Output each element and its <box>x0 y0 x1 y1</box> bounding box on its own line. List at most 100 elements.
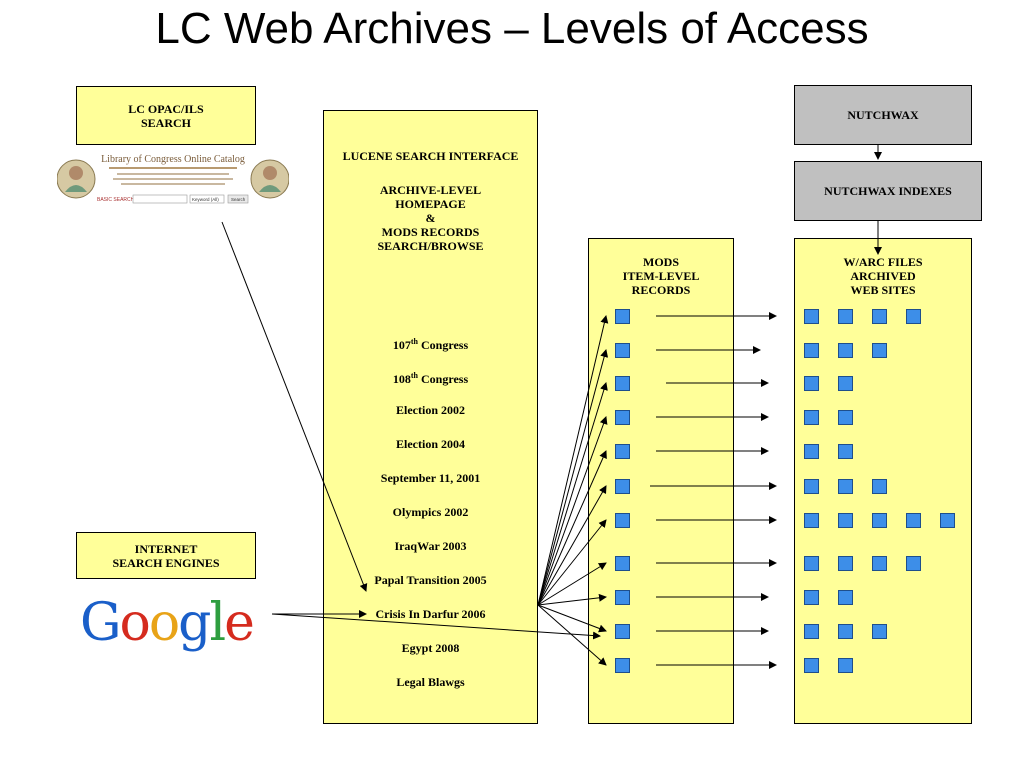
mods-record-square <box>615 444 630 459</box>
catalog-select-value: Keyword (All) <box>192 197 219 202</box>
lucene-to-mods-arrows <box>537 315 609 666</box>
lucene-sub-line: & <box>425 211 436 225</box>
warc-file-square <box>906 556 921 571</box>
warc-file-square <box>838 513 853 528</box>
warc-file-square <box>872 479 887 494</box>
warc-file-square <box>804 513 819 528</box>
warc-file-square <box>838 410 853 425</box>
lucene-header: LUCENE SEARCH INTERFACE <box>342 149 519 163</box>
mods-record-square <box>615 343 630 358</box>
warc-file-square <box>804 444 819 459</box>
mods-record-square <box>615 624 630 639</box>
collection-item: IraqWar 2003 <box>394 539 467 553</box>
collection-item: Election 2002 <box>396 403 465 417</box>
lucene-sub-line: SEARCH/BROWSE <box>377 239 484 253</box>
opac-line1: LC OPAC/ILS <box>128 101 204 116</box>
lucene-sub-line: MODS RECORDS <box>381 225 480 239</box>
collection-list: 107th Congress 108th Congress Election 2… <box>324 332 537 706</box>
mods-record-square <box>615 309 630 324</box>
warc-file-square <box>804 410 819 425</box>
arrow-lucene-to-mods-record <box>537 315 609 606</box>
google-letter: e <box>224 593 255 653</box>
collection-item: Election 2004 <box>396 437 465 451</box>
warc-file-square <box>838 343 853 358</box>
arrow-opac-to-lucene <box>221 221 368 592</box>
catalog-button: Search <box>231 197 246 202</box>
internet-search-engines-box: INTERNET SEARCH ENGINES <box>76 532 256 579</box>
arrow-lucene-to-mods-record <box>537 382 608 606</box>
collection-item: Crisis In Darfur 2006 <box>375 607 486 621</box>
arrow-lucene-to-mods-record <box>537 604 607 666</box>
warc-file-square <box>872 309 887 324</box>
lucene-sub-line: ARCHIVE-LEVEL <box>379 183 482 197</box>
warc-heading: W/ARC FILES ARCHIVED WEB SITES <box>795 255 971 297</box>
warc-file-square <box>872 624 887 639</box>
warc-file-square <box>804 376 819 391</box>
mods-record-square <box>615 590 630 605</box>
warc-file-square <box>872 343 887 358</box>
warc-file-square <box>804 556 819 571</box>
warc-line: W/ARC FILES <box>843 255 923 269</box>
warc-file-square <box>838 590 853 605</box>
google-logo: Google <box>80 592 260 654</box>
lucene-search-box: LUCENE SEARCH INTERFACE ARCHIVE-LEVEL HO… <box>323 110 538 724</box>
warc-file-square <box>906 309 921 324</box>
arrow-lucene-to-mods-record <box>537 593 607 606</box>
mods-line: ITEM-LEVEL <box>622 269 700 283</box>
google-letter: o <box>148 593 180 653</box>
nutchwax-indexes-label: NUTCHWAX INDEXES <box>824 184 952 198</box>
arrow-lucene-to-mods-record <box>537 562 607 606</box>
collection-item: September 11, 2001 <box>380 471 481 485</box>
arrow-lucene-to-mods-record <box>537 416 608 606</box>
arrow-lucene-to-mods-record <box>537 519 607 606</box>
google-letter: o <box>119 593 151 653</box>
catalog-search-label: BASIC SEARCH <box>97 197 135 203</box>
warc-file-square <box>804 309 819 324</box>
collection-item: Egypt 2008 <box>401 641 460 655</box>
mods-record-square <box>615 658 630 673</box>
warc-file-square <box>838 556 853 571</box>
catalog-logo-graphic: Library of Congress Online Catalog BASIC… <box>56 148 290 210</box>
opac-search-box: LC OPAC/ILS SEARCH <box>76 86 256 145</box>
warc-file-square <box>838 479 853 494</box>
opac-line2: SEARCH <box>140 115 191 130</box>
warc-file-square <box>804 479 819 494</box>
lucene-sub-line: HOMEPAGE <box>395 197 466 211</box>
collection-item: Olympics 2002 <box>392 505 469 519</box>
arrow-lucene-to-mods-record <box>537 450 607 606</box>
warc-file-square <box>940 513 955 528</box>
warc-file-square <box>804 590 819 605</box>
slide-title: LC Web Archives – Levels of Access <box>155 4 869 53</box>
mods-line: RECORDS <box>631 283 691 297</box>
warc-file-square <box>804 343 819 358</box>
mods-heading: MODS ITEM-LEVEL RECORDS <box>589 255 733 297</box>
warc-line: ARCHIVED <box>850 269 916 283</box>
mods-record-square <box>615 513 630 528</box>
internet-line2: SEARCH ENGINES <box>112 555 220 570</box>
warc-file-square <box>838 624 853 639</box>
mods-record-square <box>615 556 630 571</box>
collection-item: 107th Congress <box>392 337 469 352</box>
warc-file-square <box>804 658 819 673</box>
mods-records-box: MODS ITEM-LEVEL RECORDS <box>588 238 734 724</box>
collection-item: Legal Blawgs <box>396 675 465 689</box>
mods-line: MODS <box>643 255 679 269</box>
internet-line1: INTERNET <box>134 541 198 556</box>
warc-line: WEB SITES <box>850 283 916 297</box>
arrow-lucene-to-mods-record <box>537 604 607 633</box>
arrow-google-to-mods <box>271 613 601 640</box>
collection-item: Papal Transition 2005 <box>374 573 487 587</box>
warc-file-square <box>838 658 853 673</box>
nutchwax-indexes-box: NUTCHWAX INDEXES <box>794 161 982 221</box>
collection-item: 108th Congress <box>392 371 469 386</box>
warc-file-square <box>838 376 853 391</box>
mods-record-square <box>615 479 630 494</box>
google-letter: G <box>80 593 122 653</box>
mods-record-square <box>615 410 630 425</box>
warc-file-square <box>906 513 921 528</box>
lucene-subheading: ARCHIVE-LEVEL HOMEPAGE & MODS RECORDS SE… <box>324 183 537 253</box>
google-letter: g <box>178 593 211 653</box>
warc-file-square <box>838 444 853 459</box>
mods-record-square <box>615 376 630 391</box>
